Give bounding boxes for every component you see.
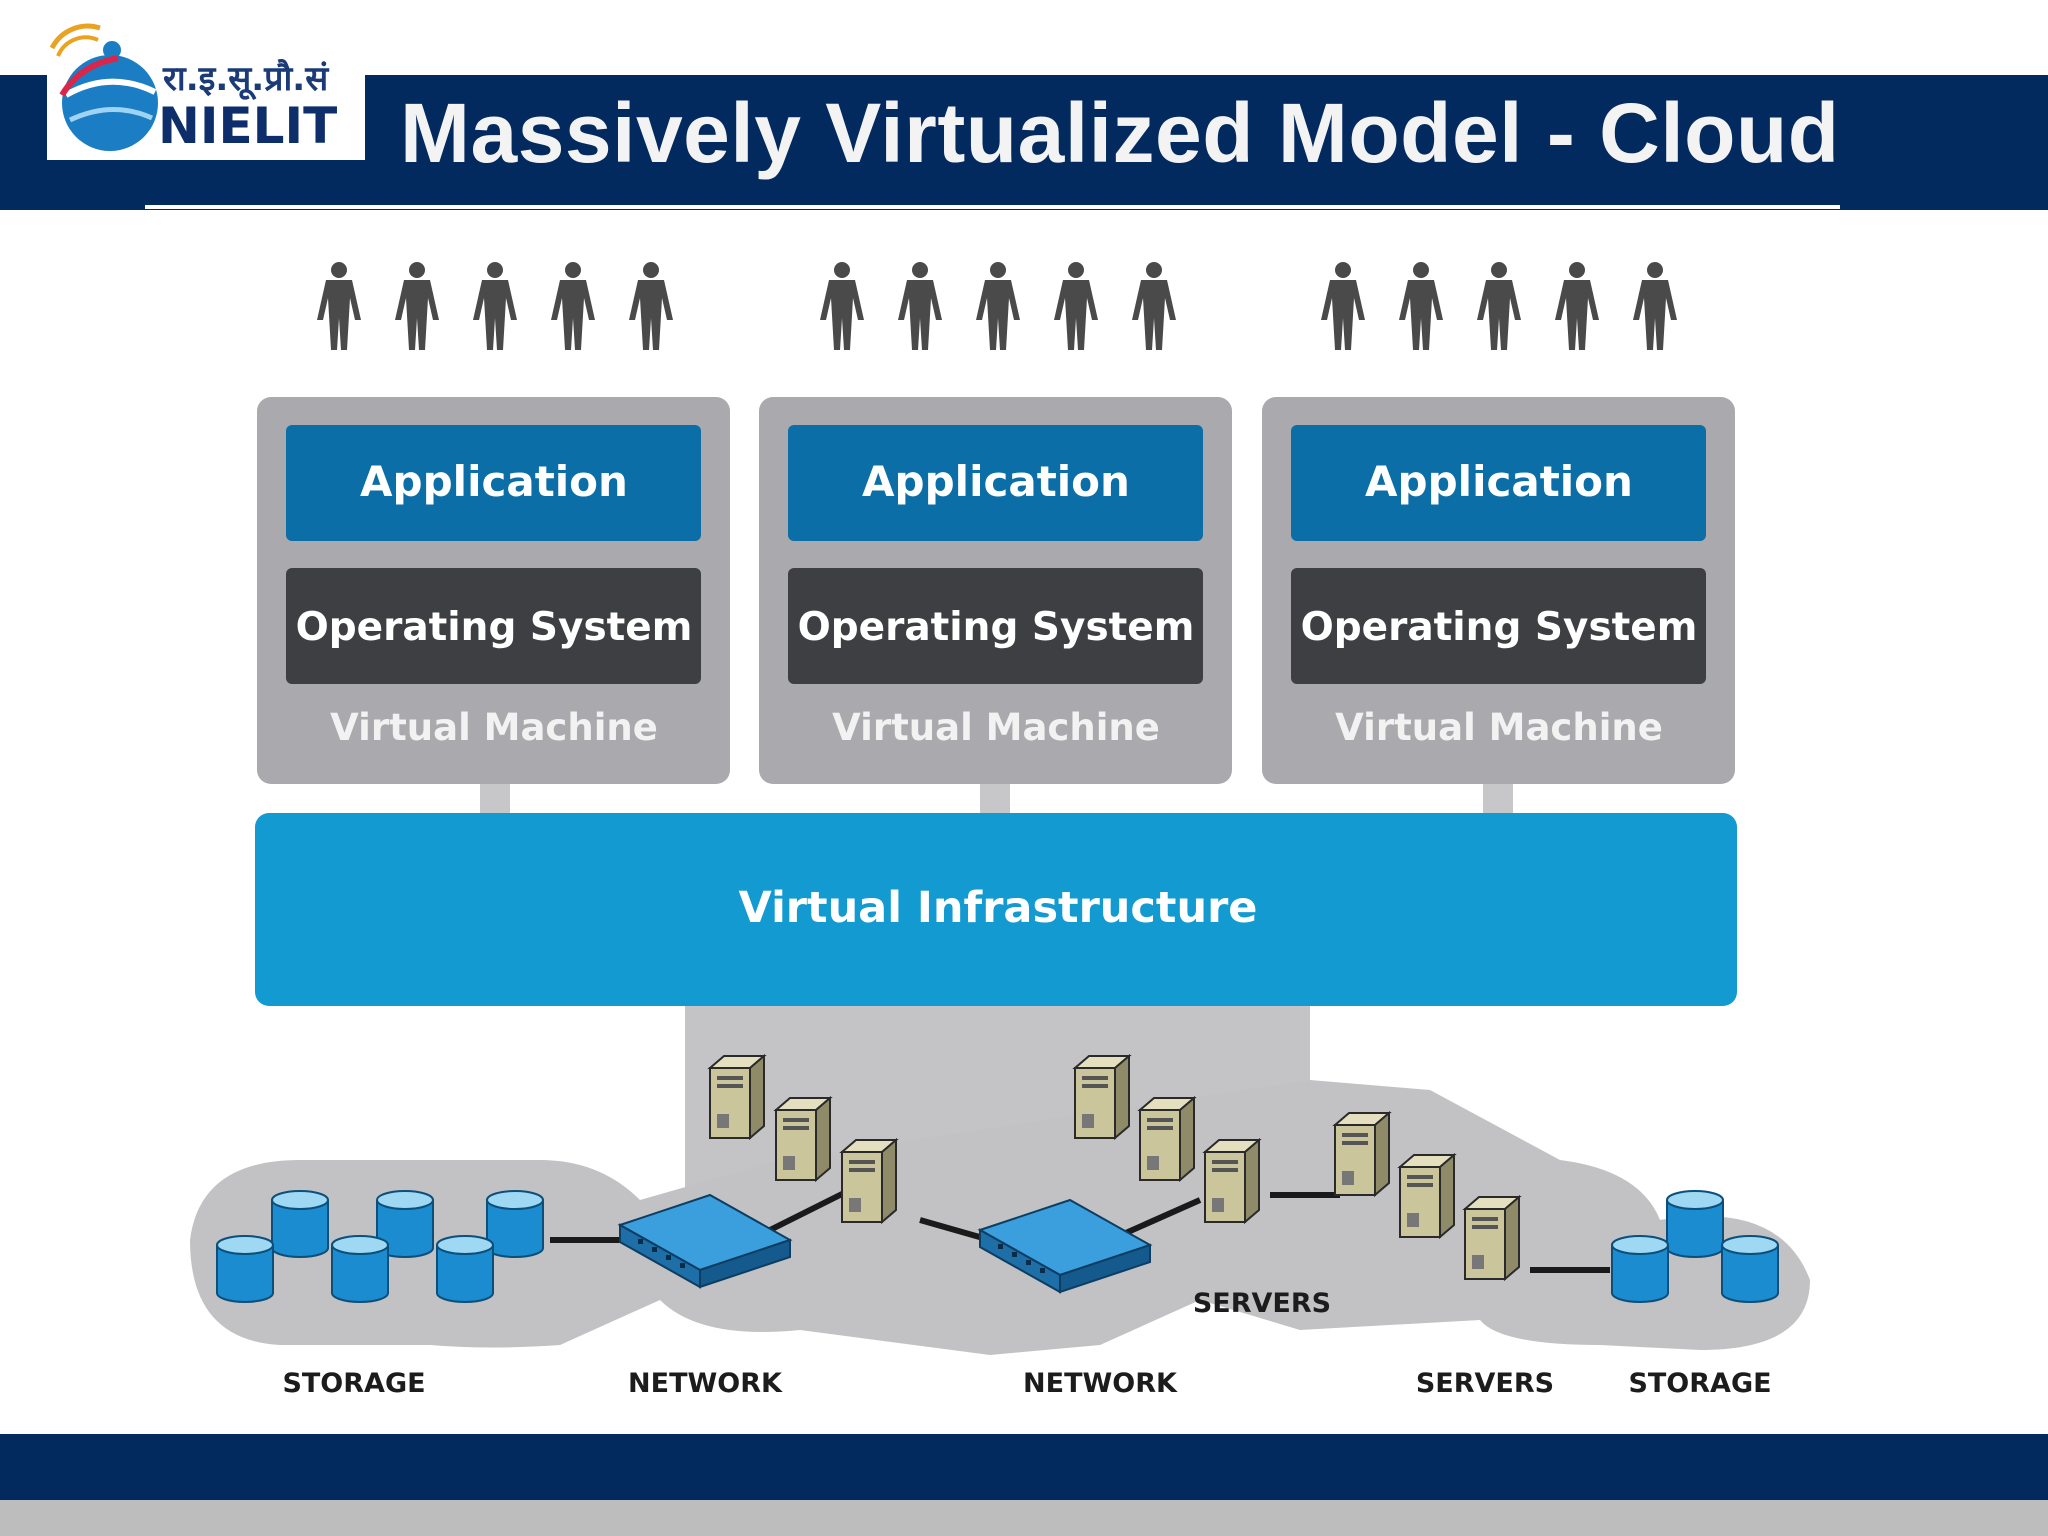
virtual-machine-1: Application Operating System Virtual Mac…: [257, 397, 730, 784]
vm-label: Virtual Machine: [832, 706, 1160, 749]
storage-label: STORAGE: [1628, 1368, 1771, 1399]
vm-label: Virtual Machine: [1335, 706, 1663, 749]
os-label: Operating System: [798, 605, 1195, 650]
os-box: [788, 568, 1203, 684]
hardware-layer: STORAGE NETWORK NETWORK SERVERS SERVERS …: [190, 1006, 1810, 1399]
virtual-machine-2: Application Operating System Virtual Mac…: [759, 397, 1232, 784]
os-box: [1291, 568, 1706, 684]
person-icon: [1321, 262, 1365, 350]
person-icon: [1555, 262, 1599, 350]
vm-connector: [980, 780, 1010, 815]
users-group-2: [820, 262, 1176, 350]
vm-connector: [1483, 780, 1513, 815]
application-box: [788, 425, 1203, 541]
person-icon: [317, 262, 361, 350]
person-icon: [820, 262, 864, 350]
network-label: NETWORK: [1023, 1368, 1178, 1399]
application-box: [286, 425, 701, 541]
person-icon: [1132, 262, 1176, 350]
os-box: [286, 568, 701, 684]
os-label: Operating System: [296, 605, 693, 650]
network-label: NETWORK: [628, 1368, 783, 1399]
header-divider: [145, 205, 1840, 209]
virtual-machine-3: Application Operating System Virtual Mac…: [1262, 397, 1735, 784]
application-label: Application: [360, 457, 628, 506]
footer-strip: [0, 1500, 2048, 1536]
os-label: Operating System: [1301, 605, 1698, 650]
vm-label: Virtual Machine: [330, 706, 658, 749]
person-icon: [1477, 262, 1521, 350]
servers-label: SERVERS: [1416, 1368, 1554, 1399]
users-group-3: [1321, 262, 1677, 350]
infrastructure-label: Virtual Infrastructure: [739, 883, 1258, 933]
page-title: Massively Virtualized Model - Cloud: [400, 86, 1840, 180]
logo-hindi-text: रा.इ.सू.प्रौ.सं: [162, 58, 329, 101]
nielit-logo-icon: [49, 23, 158, 151]
person-icon: [551, 262, 595, 350]
storage-label: STORAGE: [282, 1368, 425, 1399]
application-label: Application: [862, 457, 1130, 506]
person-icon: [1054, 262, 1098, 350]
person-icon: [395, 262, 439, 350]
vm-connector: [480, 780, 510, 815]
person-icon: [898, 262, 942, 350]
footer-bar: [0, 1434, 2048, 1500]
person-icon: [473, 262, 517, 350]
servers-label: SERVERS: [1193, 1288, 1331, 1319]
person-icon: [1633, 262, 1677, 350]
infrastructure-box: [255, 813, 1737, 1006]
application-box: [1291, 425, 1706, 541]
person-icon: [629, 262, 673, 350]
application-label: Application: [1365, 457, 1633, 506]
users-group-1: [317, 262, 673, 350]
virtual-infrastructure: Virtual Infrastructure: [255, 813, 1737, 1006]
person-icon: [1399, 262, 1443, 350]
logo-name-text: NIELIT: [158, 97, 337, 155]
person-icon: [976, 262, 1020, 350]
